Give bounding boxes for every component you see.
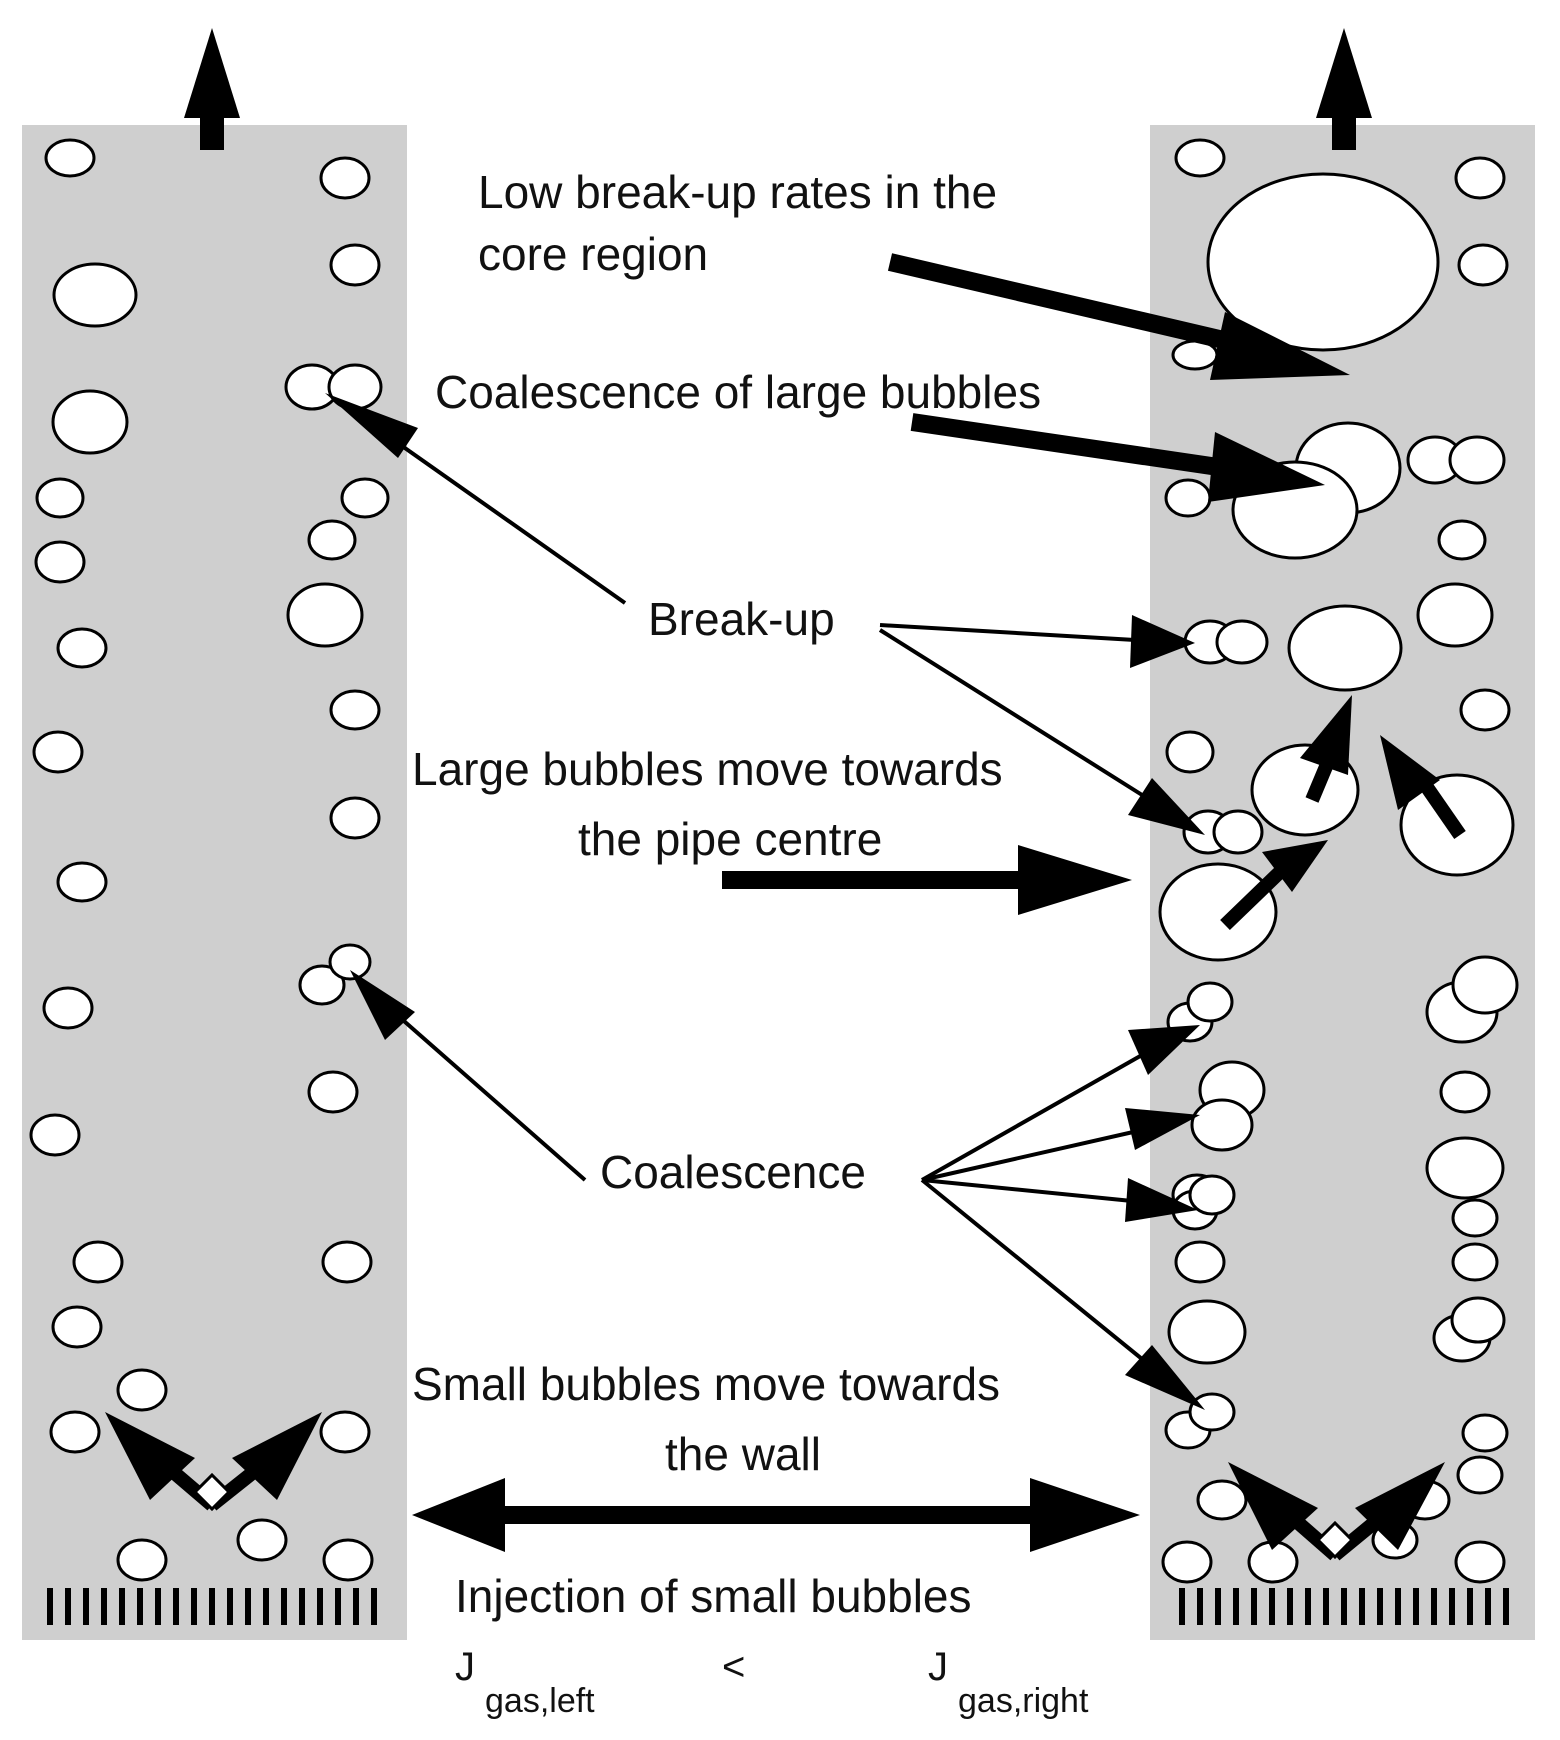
label-large-move-1: Large bubbles move towards [412, 743, 1003, 795]
pointer-arrows [325, 393, 1205, 1410]
left-wall-lift-arrows [105, 1412, 322, 1512]
label-large-move-2: the pipe centre [578, 813, 882, 865]
right-merging-bubbles [1164, 435, 1519, 1450]
right-outflow-arrow [1316, 28, 1372, 150]
label-small-move-2: the wall [665, 1428, 821, 1480]
left-outflow-arrow [184, 28, 240, 150]
arrow-injection-double [412, 1478, 1140, 1552]
flux-right-symbol: J [928, 1645, 948, 1689]
right-injector [1179, 1588, 1509, 1625]
left-injector [47, 1588, 377, 1625]
left-pipe-bubbles [29, 138, 390, 1582]
right-wall-lift-arrows [1228, 1462, 1445, 1561]
right-centre-lift-arrows [1220, 695, 1466, 931]
flux-right-subscript: gas,right [958, 1682, 1089, 1720]
left-merging-bubbles [284, 363, 383, 1006]
flux-left-subscript: gas,left [485, 1682, 595, 1720]
flux-left-symbol: J [455, 1645, 475, 1689]
label-coalescence: Coalescence [600, 1146, 866, 1198]
arrow-coalescence-large [910, 413, 1325, 502]
label-breakup: Break-up [648, 593, 835, 645]
arrow-large-to-centre [722, 845, 1132, 915]
arrow-low-breakup [887, 253, 1350, 380]
label-low-breakup-2: core region [478, 228, 708, 280]
label-injection: Injection of small bubbles [455, 1570, 972, 1622]
label-coalescence-large: Coalescence of large bubbles [435, 366, 1041, 418]
flux-comparator: < [722, 1645, 745, 1689]
label-low-breakup-1: Low break-up rates in the [478, 166, 997, 218]
label-small-move-1: Small bubbles move towards [412, 1358, 1000, 1410]
